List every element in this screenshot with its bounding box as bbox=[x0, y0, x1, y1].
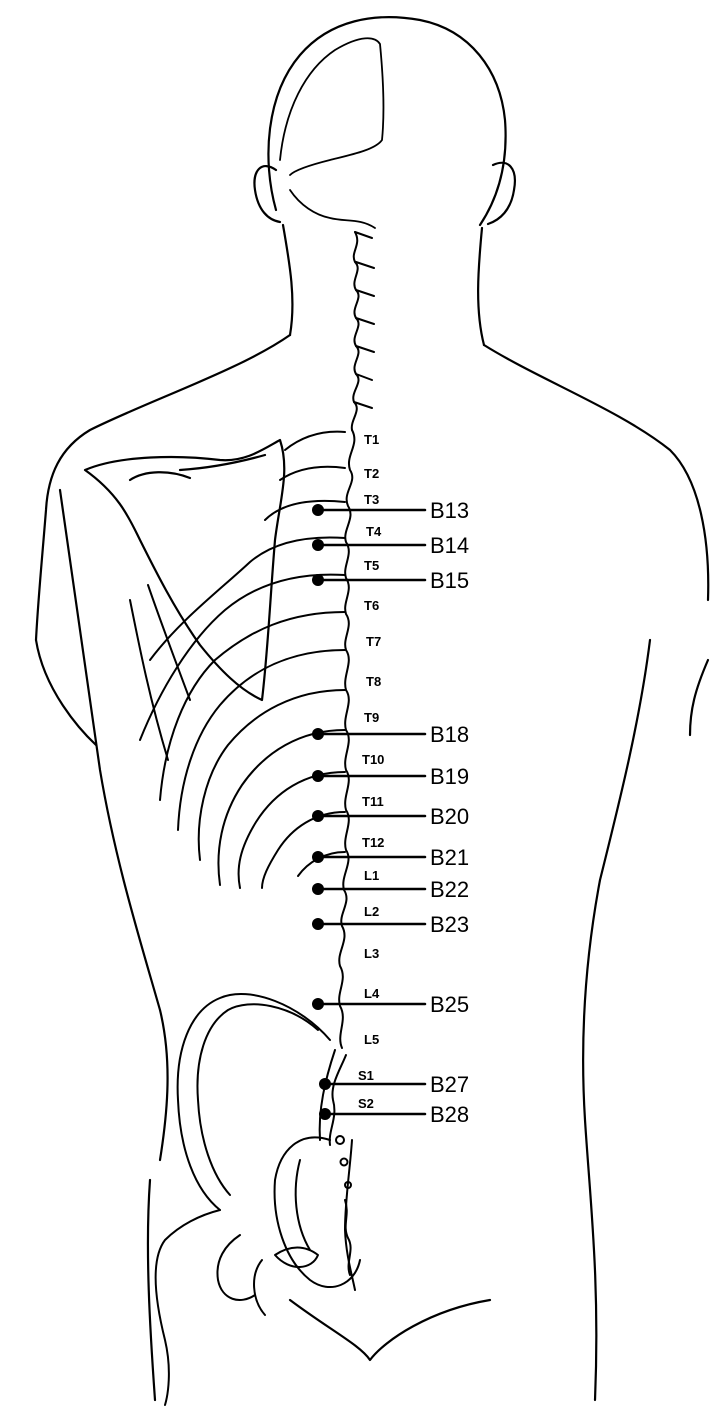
acupoint-b25: B25 bbox=[312, 992, 469, 1017]
acupoint-label: B23 bbox=[430, 912, 469, 937]
acupoint-label: B14 bbox=[430, 533, 469, 558]
acupoint-b23: B23 bbox=[312, 912, 469, 937]
acupoint-b20: B20 bbox=[312, 804, 469, 829]
acupoint-dot bbox=[312, 770, 324, 782]
acupoint-dot bbox=[312, 810, 324, 822]
acupoint-label: B21 bbox=[430, 845, 469, 870]
vertebra-label: L2 bbox=[364, 904, 379, 919]
acupoint-b19: B19 bbox=[312, 764, 469, 789]
pelvis bbox=[156, 994, 360, 1405]
vertebra-label: T7 bbox=[366, 634, 381, 649]
vertebra-label: T4 bbox=[366, 524, 382, 539]
acupoint-label: B19 bbox=[430, 764, 469, 789]
skull-outline bbox=[280, 38, 383, 228]
acupoint-b28: B28 bbox=[319, 1102, 469, 1127]
acupoint-dot bbox=[319, 1078, 331, 1090]
acupoint-b27: B27 bbox=[319, 1072, 469, 1097]
acupoint-dot bbox=[312, 883, 324, 895]
acupoint-b22: B22 bbox=[312, 877, 469, 902]
vertebra-label: L3 bbox=[364, 946, 379, 961]
acupoint-dot bbox=[312, 998, 324, 1010]
vertebra-label: L4 bbox=[364, 986, 380, 1001]
acupoint-dot bbox=[312, 918, 324, 930]
acupoint-label: B27 bbox=[430, 1072, 469, 1097]
vertebra-labels: T1T2T3T4T5T6T7T8T9T10T11T12L1L2L3L4L5S1S… bbox=[358, 432, 384, 1111]
acupoint-dot bbox=[312, 851, 324, 863]
vertebra-label: T11 bbox=[362, 794, 384, 809]
vertebra-label: T8 bbox=[366, 674, 381, 689]
acupoint-label: B20 bbox=[430, 804, 469, 829]
ribs bbox=[130, 432, 345, 888]
acupoint-b15: B15 bbox=[312, 568, 469, 593]
vertebra-label: S2 bbox=[358, 1096, 374, 1111]
acupoint-label: B13 bbox=[430, 498, 469, 523]
scapula bbox=[85, 440, 284, 700]
acupoint-label: B28 bbox=[430, 1102, 469, 1127]
vertebra-label: T6 bbox=[364, 598, 379, 613]
vertebra-label: T3 bbox=[364, 492, 379, 507]
acupoint-dot bbox=[319, 1108, 331, 1120]
vertebra-label: T12 bbox=[362, 835, 384, 850]
vertebra-label: T1 bbox=[364, 432, 379, 447]
acupoint-label: B25 bbox=[430, 992, 469, 1017]
acupoint-dot bbox=[312, 728, 324, 740]
body-outline bbox=[36, 17, 708, 1400]
vertebra-label: T5 bbox=[364, 558, 379, 573]
acupoint-b21: B21 bbox=[312, 845, 469, 870]
acupoint-label: B22 bbox=[430, 877, 469, 902]
vertebra-label: T9 bbox=[364, 710, 379, 725]
vertebra-label: T2 bbox=[364, 466, 379, 481]
vertebra-label: L1 bbox=[364, 868, 379, 883]
vertebra-label: S1 bbox=[358, 1068, 374, 1083]
acupoint-dot bbox=[312, 539, 324, 551]
acupoint-dot bbox=[312, 504, 324, 516]
vertebra-label: L5 bbox=[364, 1032, 379, 1047]
vertebra-label: T10 bbox=[362, 752, 384, 767]
acupoint-b18: B18 bbox=[312, 722, 469, 747]
acupoint-label: B18 bbox=[430, 722, 469, 747]
acupoint-dot bbox=[312, 574, 324, 586]
acupoint-label: B15 bbox=[430, 568, 469, 593]
